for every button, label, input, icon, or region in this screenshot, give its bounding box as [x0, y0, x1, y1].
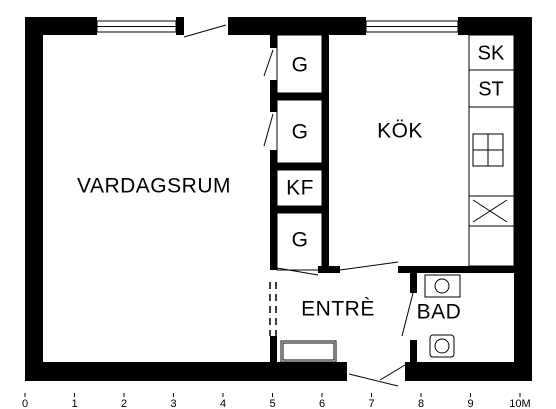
kitchen-fixtures [468, 34, 515, 273]
room-label-g1: G [292, 54, 309, 77]
scale-bar: 0 1 2 3 4 5 6 7 8 9 10M [22, 393, 531, 409]
scale-tick-label: 9 [467, 398, 473, 409]
bathroom-fixtures [424, 274, 461, 358]
wall-top-mid-left [176, 17, 184, 35]
scale-tick-label: 3 [170, 398, 176, 409]
interior-wall-vertical [263, 35, 277, 362]
wall-top-mid [228, 17, 366, 35]
wall-bottom-left [25, 362, 347, 381]
scale-tick-label: 1 [71, 398, 77, 409]
scale-tick-label: 6 [319, 398, 325, 409]
scale-tick-label: 7 [368, 398, 374, 409]
room-label-bad: BAD [417, 301, 462, 324]
room-label-entre: ENTRÈ [301, 298, 375, 321]
top-door [183, 24, 227, 38]
room-label-g3: G [292, 229, 309, 252]
outer-walls [25, 17, 532, 381]
room-label-g2: G [292, 121, 309, 144]
toilet-icon [429, 334, 455, 358]
scale-tick-label: 4 [220, 398, 226, 409]
hall-walls [276, 261, 514, 387]
scale-tick-label: 8 [418, 398, 424, 409]
fixture-label-sk: SK [478, 42, 505, 64]
wall-top-right [458, 17, 532, 35]
washbasin-icon [424, 274, 461, 298]
wardrobe-walls [276, 34, 329, 271]
scale-tick-label: 10M [509, 398, 530, 409]
scale-tick-label: 0 [22, 398, 28, 409]
room-label-vardagsrum: VARDAGSRUM [77, 175, 231, 198]
scale-tick-label: 2 [121, 398, 127, 409]
scale-tick-label: 5 [269, 398, 275, 409]
fixture-label-st: ST [478, 78, 504, 100]
wall-left [25, 17, 43, 381]
room-label-kok: KÖK [377, 120, 423, 143]
wall-right [514, 17, 532, 381]
windows [96, 20, 459, 33]
hall-shelf [280, 340, 337, 363]
room-label-kf: KF [286, 177, 314, 200]
wall-bottom-right [405, 362, 532, 381]
